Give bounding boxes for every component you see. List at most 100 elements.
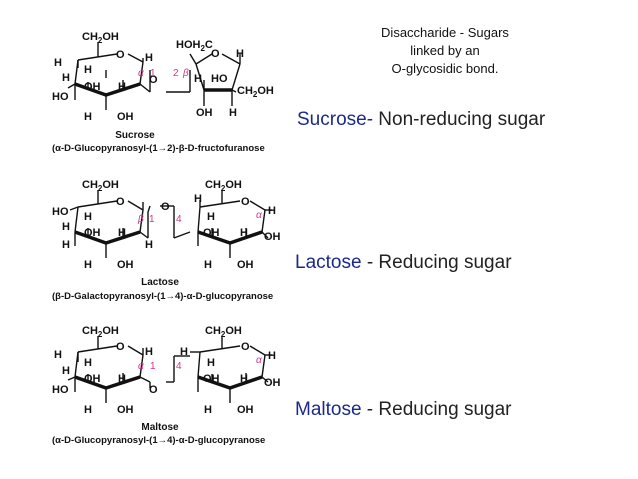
sucrose-h-4: H — [62, 72, 70, 84]
svg-text:O: O — [116, 341, 125, 353]
svg-text:H: H — [145, 52, 153, 64]
lactose-glucose-ring — [197, 190, 272, 258]
svg-text:OH: OH — [84, 227, 101, 239]
lactose-right-number: 4 — [176, 214, 182, 225]
svg-text:H: H — [118, 227, 126, 239]
svg-text:H: H — [84, 259, 92, 271]
maltose-glucose-ring-left — [67, 336, 151, 403]
sucrose-description: Non-reducing sugar — [373, 109, 546, 130]
svg-text:H: H — [180, 346, 188, 358]
maltose-label: Maltose - Reducing sugar — [295, 399, 512, 421]
maltose-bridge-o: O — [149, 384, 158, 396]
sucrose-glycosidic-bridge — [149, 70, 191, 93]
svg-text:OH: OH — [84, 81, 101, 93]
svg-text:O: O — [211, 48, 220, 60]
svg-text:H: H — [84, 111, 92, 123]
svg-text:CH2OH: CH2OH — [205, 179, 242, 193]
svg-text:H: H — [62, 239, 70, 251]
svg-text:CH2OH: CH2OH — [82, 179, 119, 193]
svg-text:OH: OH — [117, 259, 134, 271]
svg-text:CH2OH: CH2OH — [82, 325, 119, 339]
maltose-structure: CH2OH O H H H OH H HO H OH H O H CH2OH O… — [52, 325, 281, 446]
maltose-left-anomer: α — [138, 361, 144, 372]
svg-text:H: H — [84, 357, 92, 369]
sucrose-right-anomer: β — [182, 68, 189, 79]
svg-text:H: H — [84, 211, 92, 223]
svg-text:OH: OH — [84, 373, 101, 385]
sucrose-struct-name: Sucrose — [115, 130, 155, 141]
svg-text:OH: OH — [237, 259, 254, 271]
maltose-glucose-ring-right — [190, 336, 272, 403]
lactose-description: - Reducing sugar — [361, 252, 512, 273]
lactose-struct-name: Lactose — [141, 277, 179, 288]
lactose-structure: CH2OH O HO H H OH H H H OH H O CH2OH O H… — [52, 179, 281, 302]
svg-text:H: H — [240, 227, 248, 239]
svg-text:HO: HO — [52, 206, 69, 218]
svg-text:H: H — [240, 373, 248, 385]
svg-text:OH: OH — [196, 107, 213, 119]
svg-text:O: O — [241, 196, 250, 208]
svg-text:H: H — [194, 193, 202, 205]
sucrose-glucose-ring — [67, 42, 151, 110]
svg-text:CH2OH: CH2OH — [82, 31, 119, 45]
sucrose-label: Sucrose- Non-reducing sugar — [297, 109, 545, 131]
svg-text:HO: HO — [211, 73, 228, 85]
lactose-label: Lactose - Reducing sugar — [295, 252, 512, 274]
svg-text:H: H — [84, 404, 92, 416]
svg-text:H: H — [54, 349, 62, 361]
sucrose-left-number: 1 — [150, 68, 156, 79]
svg-text:O: O — [241, 341, 250, 353]
svg-text:HO: HO — [52, 384, 69, 396]
svg-text:H: H — [207, 357, 215, 369]
slide-caption: Disaccharide - Sugars linked by an O-gly… — [355, 24, 535, 78]
svg-text:H: H — [62, 221, 70, 233]
svg-text:H: H — [204, 259, 212, 271]
svg-text:CH2OH: CH2OH — [205, 325, 242, 339]
svg-text:H: H — [118, 373, 126, 385]
svg-text:H: H — [62, 365, 70, 377]
svg-text:OH: OH — [264, 231, 281, 243]
svg-text:H: H — [268, 350, 276, 362]
maltose-description: - Reducing sugar — [361, 399, 512, 420]
sucrose-structure: CH2OH O H H H OH H HO H OH H O HOH2C O H… — [52, 31, 274, 154]
svg-text:H: H — [194, 73, 202, 85]
maltose-left-number: 1 — [150, 361, 156, 372]
caption-line-3: O-glycosidic bond. — [391, 61, 499, 76]
lactose-name: Lactose — [295, 252, 362, 273]
svg-text:H: H — [54, 57, 62, 69]
lactose-struct-fullname: (β-D-Galactopyranosyl-(1→4)-α-D-glucopyr… — [52, 291, 273, 302]
svg-text:OH: OH — [117, 404, 134, 416]
sucrose-right-number: 2 — [173, 68, 179, 79]
sucrose-left-anomer: α — [138, 68, 144, 79]
svg-text:O: O — [116, 196, 125, 208]
svg-text:H: H — [118, 81, 126, 93]
svg-text:H: H — [204, 404, 212, 416]
svg-text:CH2OH: CH2OH — [237, 85, 274, 99]
svg-text:OH: OH — [264, 377, 281, 389]
svg-text:OH: OH — [203, 227, 220, 239]
maltose-struct-fullname: (α-D-Glucopyranosyl-(1→4)-α-D-glucopyran… — [52, 435, 265, 446]
svg-text:H: H — [145, 346, 153, 358]
caption-line-2: linked by an — [410, 43, 480, 58]
svg-text:O: O — [116, 49, 125, 61]
svg-text:H: H — [229, 107, 237, 119]
lactose-bridge-o: O — [161, 201, 170, 213]
lactose-right-anomer: α — [256, 210, 262, 221]
lactose-left-number: 1 — [149, 214, 155, 225]
svg-text:OH: OH — [117, 111, 134, 123]
maltose-glycosidic-bridge — [149, 355, 190, 388]
svg-text:OH: OH — [237, 404, 254, 416]
sucrose-bridge-o: O — [149, 74, 158, 86]
lactose-left-anomer: β — [137, 214, 144, 225]
svg-text:H: H — [145, 239, 153, 251]
sucrose-name: Sucrose- — [297, 109, 374, 130]
lactose-glycosidic-bridge — [147, 205, 191, 239]
maltose-right-anomer: α — [256, 355, 262, 366]
svg-text:H: H — [268, 205, 276, 217]
lactose-galactose-ring — [69, 190, 149, 258]
svg-text:H: H — [236, 48, 244, 60]
svg-text:H: H — [84, 64, 92, 76]
maltose-struct-name: Maltose — [141, 422, 179, 433]
